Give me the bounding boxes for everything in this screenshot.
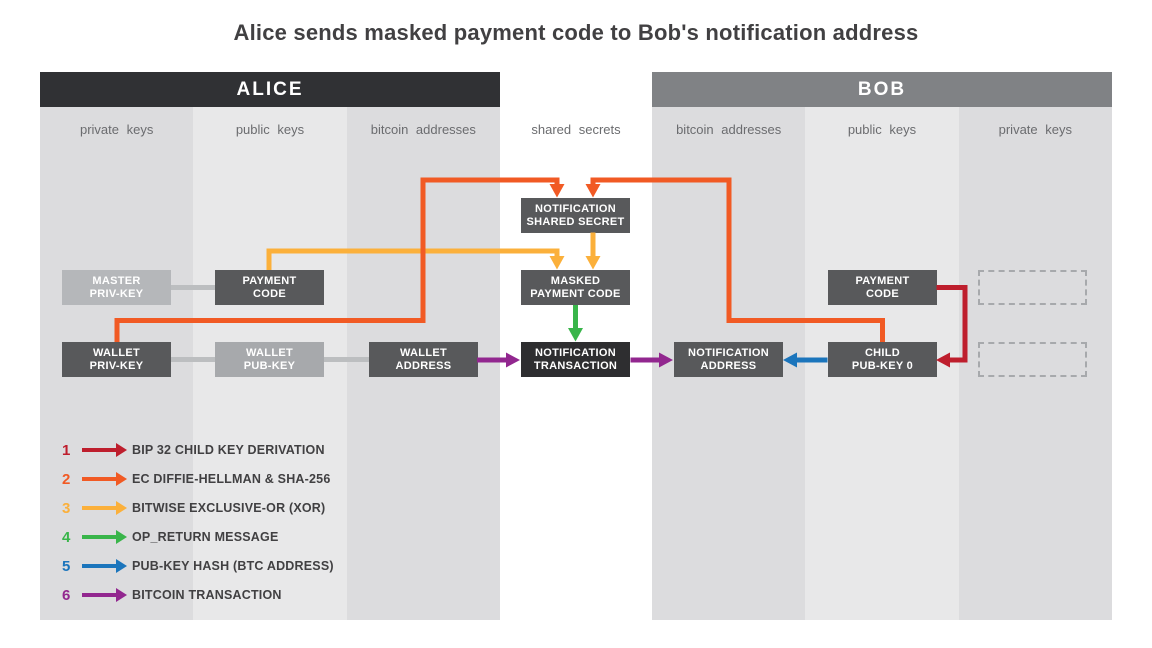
legend-label: OP_RETURN MESSAGE [132,530,279,544]
legend-row-opreturn: 4 OP_RETURN MESSAGE [62,528,334,546]
box-wallet-address: WALLET ADDRESS [369,342,478,377]
legend-number: 2 [62,470,71,488]
connector-wallet-privkey-pubkey [171,357,217,362]
legend-label: BIP 32 CHILD KEY DERIVATION [132,443,325,457]
box-bob-priv-key-placeholder-2 [978,342,1087,377]
bob-column-label-bitcoin-addresses: bitcoin addresses [676,122,782,137]
box-masked-payment-code: MASKED PAYMENT CODE [521,270,630,305]
legend-arrow-icon [82,472,127,486]
legend-number: 5 [62,557,71,575]
legend-row-xor: 3 BITWISE EXCLUSIVE-OR (XOR) [62,499,334,517]
box-notification-address: NOTIFICATION ADDRESS [674,342,783,377]
box-child-pub-key-0: CHILD PUB-KEY 0 [828,342,937,377]
box-payment-code-alice: PAYMENT CODE [215,270,324,305]
box-notification-transaction: NOTIFICATION TRANSACTION [521,342,630,377]
legend-row-pubkeyhash: 5 PUB-KEY HASH (BTC ADDRESS) [62,557,334,575]
alice-column-label-public-keys: public keys [235,122,305,137]
box-payment-code-bob: PAYMENT CODE [828,270,937,305]
legend-number: 3 [62,499,71,517]
legend-number: 1 [62,441,71,459]
shared-secrets-column-label: shared secrets [531,122,621,137]
legend-arrow-icon [82,443,127,457]
alice-column-label-private-keys: private keys [79,122,154,137]
legend-number: 6 [62,586,71,604]
legend-row-bitcoin-tx: 6 BITCOIN TRANSACTION [62,586,334,604]
legend-arrow-icon [82,588,127,602]
legend-arrow-icon [82,559,127,573]
legend-arrow-icon [82,530,127,544]
connector-wallet-pubkey-address [323,357,370,362]
page-title: Alice sends masked payment code to Bob's… [233,20,919,45]
arrow-opreturn-masked-to-notification-transaction [568,305,583,342]
connector-master-privkey-payment-code [171,285,217,290]
box-wallet-priv-key: WALLET PRIV-KEY [62,342,171,377]
box-wallet-pub-key: WALLET PUB-KEY [215,342,324,377]
legend-label: BITWISE EXCLUSIVE-OR (XOR) [132,501,326,515]
legend-row-bip32: 1 BIP 32 CHILD KEY DERIVATION [62,441,334,459]
legend: 1 BIP 32 CHILD KEY DERIVATION 2 EC DIFFI… [62,441,334,604]
alice-panel-header: ALICE [40,72,500,107]
legend-number: 4 [62,528,71,546]
legend-label: EC DIFFIE-HELLMAN & SHA-256 [132,472,331,486]
box-master-priv-key: MASTER PRIV-KEY [62,270,171,305]
bob-column-label-private-keys: private keys [998,122,1072,137]
arrow-xor-shared-secret-to-masked [585,232,601,270]
legend-label: PUB-KEY HASH (BTC ADDRESS) [132,559,334,573]
legend-label: BITCOIN TRANSACTION [132,588,282,602]
alice-column-label-bitcoin-addresses: bitcoin addresses [370,122,476,137]
bob-panel-header: BOB [652,72,1112,107]
box-notification-shared-secret: NOTIFICATION SHARED SECRET [521,198,630,233]
legend-row-ecdh: 2 EC DIFFIE-HELLMAN & SHA-256 [62,470,334,488]
box-bob-priv-key-placeholder-1 [978,270,1087,305]
bob-column-label-public-keys: public keys [847,122,917,137]
legend-arrow-icon [82,501,127,515]
